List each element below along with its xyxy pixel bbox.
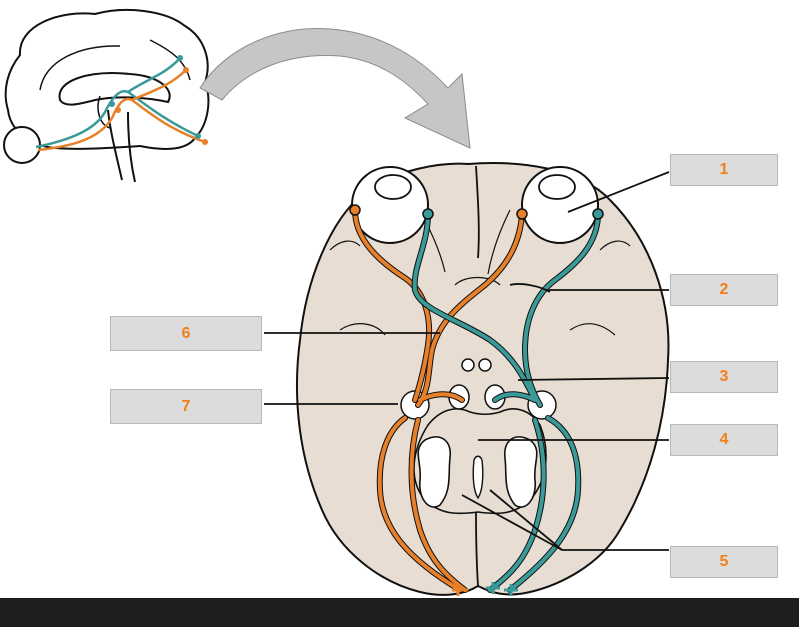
teal-pathway [412, 212, 600, 592]
label-4[interactable]: 4 [670, 424, 778, 456]
left-eye-icon [351, 166, 429, 244]
leader-lines [264, 171, 670, 551]
sagittal-brain-icon [3, 9, 210, 183]
inferior-brain-view [296, 162, 670, 596]
label-7[interactable]: 7 [110, 389, 262, 424]
right-eye-icon [521, 166, 599, 244]
label-1[interactable]: 1 [670, 154, 778, 186]
curved-arrow-icon [199, 28, 471, 149]
label-3[interactable]: 3 [670, 361, 778, 393]
diagram-canvas: 1 2 3 4 5 6 7 [0, 0, 799, 598]
label-6[interactable]: 6 [110, 316, 262, 351]
visual-pathway-diagram [3, 9, 670, 596]
label-2[interactable]: 2 [670, 274, 778, 306]
label-5[interactable]: 5 [670, 546, 778, 578]
